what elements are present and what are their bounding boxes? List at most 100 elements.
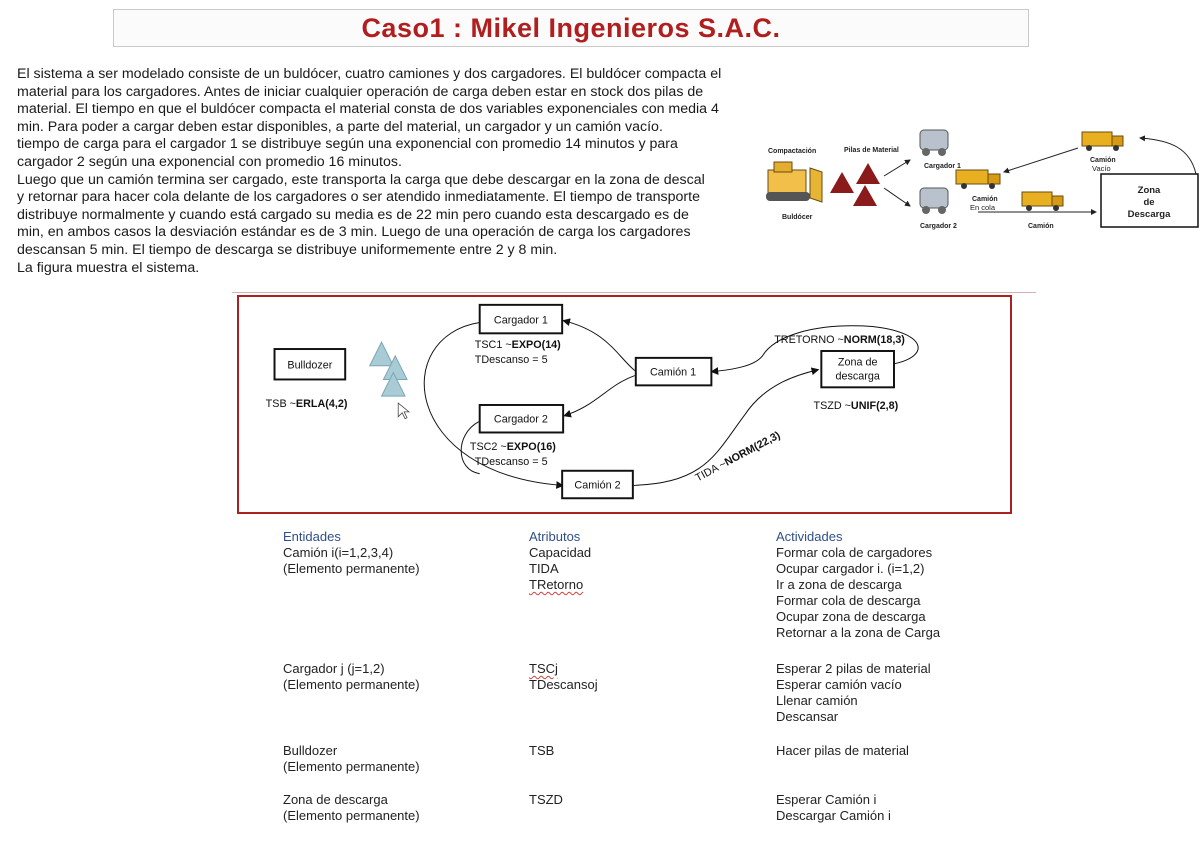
flow-camion1-cargador2 [563,375,635,418]
flow-camion2-zona [630,367,820,486]
camion-label: Camión [1028,223,1054,230]
camion2-label: Camión 2 [574,479,620,491]
tsb-label: TSB ~ERLA(4,2) [266,398,348,410]
camion2-box [561,469,634,500]
actividad: Esperar Camión i [776,792,877,807]
intro-paragraph: El sistema a ser modelado consiste de un… [17,66,784,277]
camion1-box [634,356,713,387]
entidad-name: Camión i(i=1,2,3,4) [283,545,394,560]
atributo: TSCj [529,661,558,676]
truck-queue-icon [955,169,1001,189]
header-actividades: Actividades [776,529,843,544]
atributo: TRetorno [529,577,584,592]
entidad-name: Zona de descarga [283,792,388,807]
mouse-cursor-icon [397,402,411,420]
zona-label-1: Zona [1138,185,1161,196]
actividad: Retornar a la zona de Carga [776,625,941,640]
atributos-camion: Capacidad TIDA TRetorno [529,545,591,593]
cargador2-mini-label: Cargador 2 [920,223,957,230]
tsc1-label: TSC1 ~EXPO(14) [475,339,561,351]
zona-label-1: Zona de [838,357,878,369]
entidad-type: (Elemento permanente) [283,759,420,774]
intro-line: La figura muestra el sistema. [17,259,200,276]
flow-cargador2-camion2 [460,421,480,475]
bulldozer-icon [766,161,823,203]
compactacion-label: Compactación [768,148,816,155]
camion-cola-label-1: Camión [972,196,998,203]
atributos-zona: TSZD [529,792,563,808]
entidad-bulldozer: Bulldozer (Elemento permanente) [283,743,420,775]
bulldozer-box [273,348,347,381]
actividades-zona: Esperar Camión i Descargar Camión i [776,792,891,824]
entidad-name: Cargador j (j=1,2) [283,661,385,676]
actividad: Ir a zona de descarga [776,577,902,592]
system-diagram: Bulldozer TSB ~ERLA(4,2) Cargador 1 TSC1… [237,295,1012,514]
atributo: TDescansoj [529,677,598,692]
actividades-camion: Formar cola de cargadores Ocupar cargado… [776,545,940,641]
tdescanso1-label: TDescanso = 5 [475,354,548,366]
intro-line: distribuye normalmente y cuando está car… [17,206,689,223]
cargador2-icon [919,187,949,214]
intro-line: material para los cargadores. Antes de i… [17,83,704,100]
flow-camion1-cargador1 [562,318,636,372]
tdescanso2-label: TDescanso = 5 [475,456,548,468]
cargador1-icon [919,129,949,156]
atributo: TIDA [529,561,559,576]
intro-line: Luego que un camión termina ser cargado,… [17,171,705,188]
truck-loaded-icon [1021,191,1064,211]
camion-vacio-label-2: Vacío [1092,164,1111,173]
title-banner: Caso1 : Mikel Ingenieros S.A.C. [113,9,1029,47]
entidad-name: Bulldozer [283,743,338,758]
cargador2-box [478,404,565,434]
intro-line: cargador 2 según una exponencial con pro… [17,153,402,170]
actividades-bulldozer: Hacer pilas de material [776,743,909,759]
atributo: TSZD [529,792,563,807]
atributos-cargador: TSCj TDescansoj [529,661,598,693]
actividades-cargador: Esperar 2 pilas de material Esperar cami… [776,661,931,725]
entidad-cargador: Cargador j (j=1,2) (Elemento permanente) [283,661,420,693]
actividad: Descansar [776,709,839,724]
zona-label-2: descarga [835,370,879,382]
intro-line: El sistema a ser modelado consiste de un… [17,66,722,82]
actividad: Ocupar zona de descarga [776,609,926,624]
camion-cola-label-2: En cola [970,203,996,212]
intro-line: min. Para poder a cargar deben estar dis… [17,118,663,135]
buldocer-label: Buldócer [782,214,813,221]
actividad: Hacer pilas de material [776,743,909,758]
entidad-camion: Camión i(i=1,2,3,4) (Elemento permanente… [283,545,420,577]
entidad-type: (Elemento permanente) [283,561,420,576]
entidad-zona: Zona de descarga (Elemento permanente) [283,792,420,824]
page-title: Caso1 : Mikel Ingenieros S.A.C. [361,12,781,43]
header-entidades: Entidades [283,529,341,544]
atributo: TSB [529,743,555,758]
cargador1-label: Cargador 1 [494,315,548,327]
separator-line [232,292,1036,293]
header-atributos: Atributos [529,529,581,544]
zona-descarga-box [820,350,895,389]
entidad-type: (Elemento permanente) [283,808,420,823]
actividad: Formar cola de descarga [776,593,921,608]
actividad: Descargar Camión i [776,808,891,823]
actividad: Formar cola de cargadores [776,545,933,560]
camion-vacio-label-1: Camión [1090,157,1116,164]
atributos-bulldozer: TSB [529,743,554,759]
truck-empty-icon [1081,131,1124,151]
tida-label: TIDA ~NORM(22,3) [693,429,782,484]
flow-zona-camion1 [710,325,919,375]
cargador1-box [478,303,564,335]
zona-label-2: de [1143,197,1154,208]
cargador2-label: Cargador 2 [494,414,548,426]
atributo: Capacidad [529,545,592,560]
flow-bulldozer-camion2 [423,322,565,489]
bulldozer-label: Bulldozer [287,360,332,372]
zona-descarga-box [1100,173,1199,228]
intro-line: material. El tiempo en que el buldócer c… [17,101,719,118]
tszd-label: TSZD ~UNIF(2,8) [813,400,898,412]
actividad: Ocupar cargador i. (i=1,2) [776,561,925,576]
system-mini-figure: Compactación Pilas de Material Buldócer … [766,129,1199,230]
actividad: Llenar camión [776,693,858,708]
cargador1-mini-label: Cargador 1 [924,163,961,170]
intro-line: y retornar para hacer cola delante de lo… [17,189,700,206]
pilas-label: Pilas de Material [844,147,899,154]
material-piles-icon [368,341,408,397]
